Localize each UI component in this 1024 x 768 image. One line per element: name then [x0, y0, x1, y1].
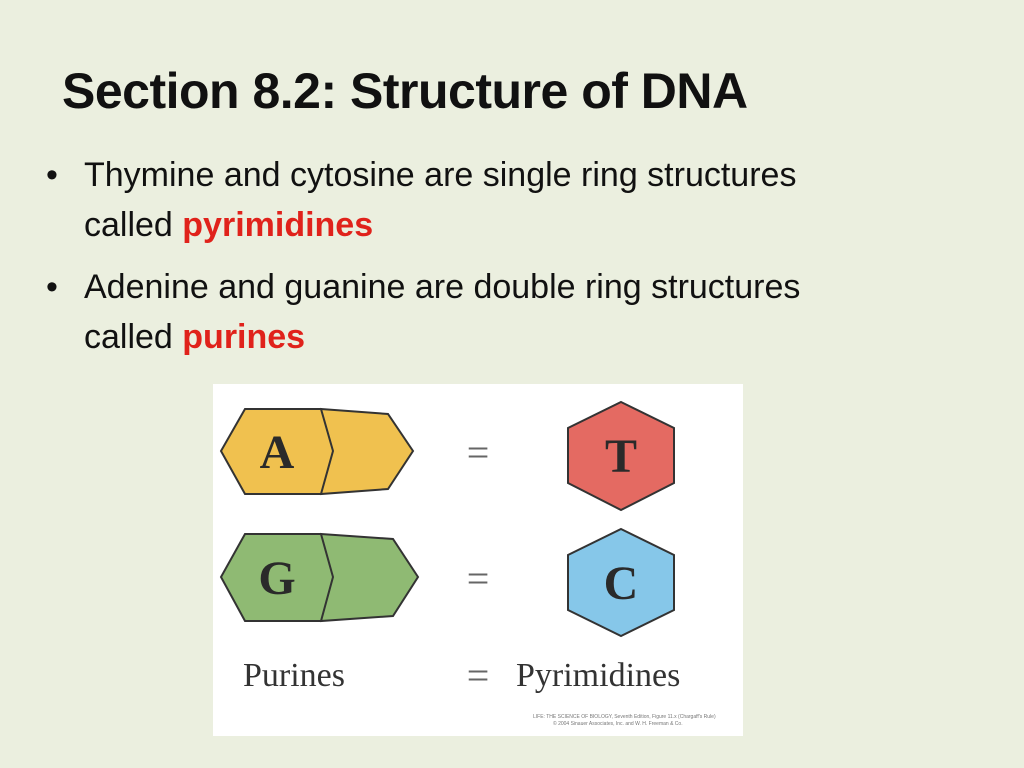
bullet-list: • Thymine and cytosine are single ring s… — [46, 150, 806, 374]
purine-adenine: A — [219, 407, 415, 496]
bullet-text: Thymine and cytosine are single ring str… — [84, 156, 797, 244]
caption-equals: = — [467, 653, 490, 698]
equals-sign: = — [467, 556, 490, 601]
bullet-marker: • — [46, 268, 58, 306]
bullet-item-pyrimidines: • Thymine and cytosine are single ring s… — [46, 150, 806, 250]
pyrimidine-ring — [567, 527, 675, 638]
pyrimidine-ring — [567, 400, 675, 512]
caption-pyrimidines: Pyrimidines — [516, 657, 680, 694]
purine-six-ring — [219, 533, 335, 622]
figure-credit: LIFE: THE SCIENCE OF BIOLOGY, Seventh Ed… — [533, 714, 716, 720]
purine-five-ring — [320, 532, 420, 623]
figure-credit: © 2004 Sinauer Associates, Inc. and W. H… — [553, 720, 683, 727]
caption-purines: Purines — [243, 657, 345, 694]
slide-title: Section 8.2: Structure of DNA — [62, 63, 748, 119]
purine-guanine: G — [219, 532, 420, 623]
bullet-highlight: pyrimidines — [182, 206, 374, 244]
base-letter-a: A — [260, 426, 295, 479]
pyrimidine-cytosine: C — [567, 527, 675, 638]
equals-sign: = — [467, 430, 490, 475]
bullet-text: Adenine and guanine are double ring stru… — [84, 268, 801, 356]
base-letter-t: T — [605, 430, 637, 483]
base-pairing-diagram: A = T G = C Purines = Pyrimidines LIFE: … — [219, 400, 716, 727]
bullet-item-purines: • Adenine and guanine are double ring st… — [46, 262, 806, 362]
purine-five-ring — [320, 407, 415, 496]
base-pairing-figure: A = T G = C Purines = Pyrimidines LIFE: … — [213, 384, 743, 736]
base-letter-c: C — [604, 557, 639, 610]
purine-six-ring — [219, 408, 335, 495]
bullet-marker: • — [46, 156, 58, 194]
bullet-highlight: purines — [182, 318, 306, 356]
base-letter-g: G — [258, 552, 295, 605]
pyrimidine-thymine: T — [567, 400, 675, 512]
